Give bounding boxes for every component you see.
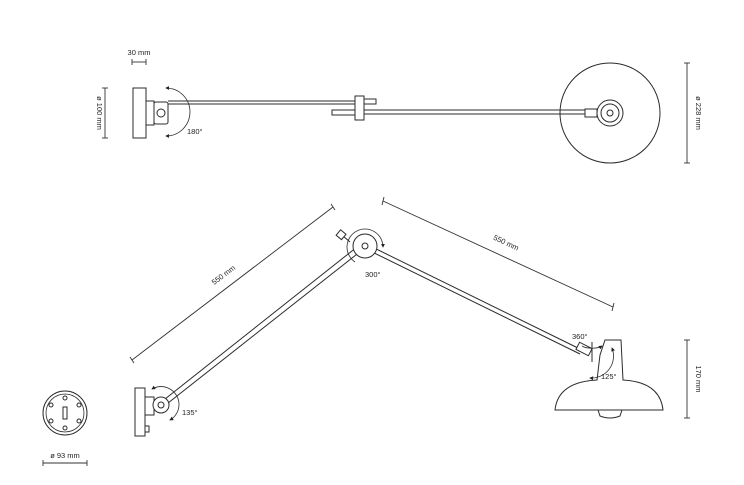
- wall-plate-tab: [144, 425, 150, 433]
- rotation-arc-180: [165, 86, 191, 138]
- plate-screw-5: [48, 418, 54, 424]
- base-joint-side: [152, 396, 170, 414]
- shade-diameter-dimension: ø 228 mm: [684, 62, 703, 164]
- elbow-knob-top: [363, 98, 377, 105]
- elbow-tail-top: [331, 109, 356, 116]
- base-joint-top: [153, 101, 169, 125]
- elbow-joint-side: [352, 233, 378, 259]
- plate-screw-6: [76, 418, 82, 424]
- plate-screw-4: [76, 402, 82, 408]
- shade-bulb-cap: [597, 409, 623, 419]
- rotation-arc-135-b: [169, 404, 180, 421]
- lower-arm-edge-b: [162, 246, 367, 408]
- wall-plate-top: [132, 87, 147, 139]
- shade-height-label: 170 mm: [694, 365, 703, 392]
- shade-outline-top: [559, 62, 661, 164]
- elbow-knob-cap: [335, 229, 347, 241]
- rotation-135-label: 135°: [182, 408, 198, 417]
- plate-center-slot: [62, 406, 68, 420]
- mount-depth-dimension: 30 mm: [128, 48, 151, 65]
- rotation-360-label: 360°: [572, 332, 588, 341]
- rotation-180-label: 180°: [187, 127, 203, 136]
- plate-screw-1: [62, 395, 68, 401]
- shade-connector-top: [584, 108, 598, 118]
- upper-arm-dimension: 550 mm: [381, 196, 615, 312]
- upper-arm-edge-b: [363, 247, 581, 355]
- rotation-125-label: 125°: [601, 372, 617, 381]
- plate-diameter-dimension: ø 93 mm: [42, 451, 88, 466]
- base-diameter-dimension: ø 100 mm: [95, 87, 108, 139]
- rotation-arc-300: [346, 228, 385, 263]
- top-view: 30 mm ø 100 mm 180°: [95, 48, 703, 164]
- upper-arm-length-label: 550 mm: [492, 233, 520, 253]
- rotation-300-label: 300°: [365, 270, 381, 279]
- rotation-arc-135: [151, 385, 180, 406]
- shade-height-dimension: 170 mm: [684, 339, 703, 419]
- shade-cap-center: [606, 109, 614, 117]
- lower-arm-edge-a: [159, 242, 363, 404]
- plate-diameter-label: ø 93 mm: [50, 451, 80, 460]
- base-joint-side-pivot: [157, 401, 165, 409]
- mount-depth-label: 30 mm: [128, 48, 151, 57]
- rotation-arc-125: [589, 347, 616, 381]
- plate-front-outline: [42, 390, 88, 436]
- wall-plate-side: [134, 387, 146, 437]
- elbow-clamp-top: [354, 95, 365, 121]
- plate-front-inner: [45, 393, 85, 433]
- shade-cap-inner: [600, 103, 620, 123]
- base-joint-pivot: [156, 108, 166, 118]
- mount-stem-top: [145, 100, 155, 126]
- lower-arm-dimension: 550 mm: [129, 203, 336, 364]
- plate-screw-2: [62, 425, 68, 431]
- plate-screw-3: [48, 402, 54, 408]
- upper-arm-edge-a: [365, 243, 583, 351]
- side-view: 550 mm 550 mm 135° 300°: [129, 196, 703, 437]
- base-diameter-label: ø 100 mm: [95, 96, 104, 130]
- elbow-joint-pivot: [361, 242, 369, 250]
- plate-front-view: ø 93 mm: [42, 390, 88, 466]
- shade-diameter-label: ø 228 mm: [694, 96, 703, 130]
